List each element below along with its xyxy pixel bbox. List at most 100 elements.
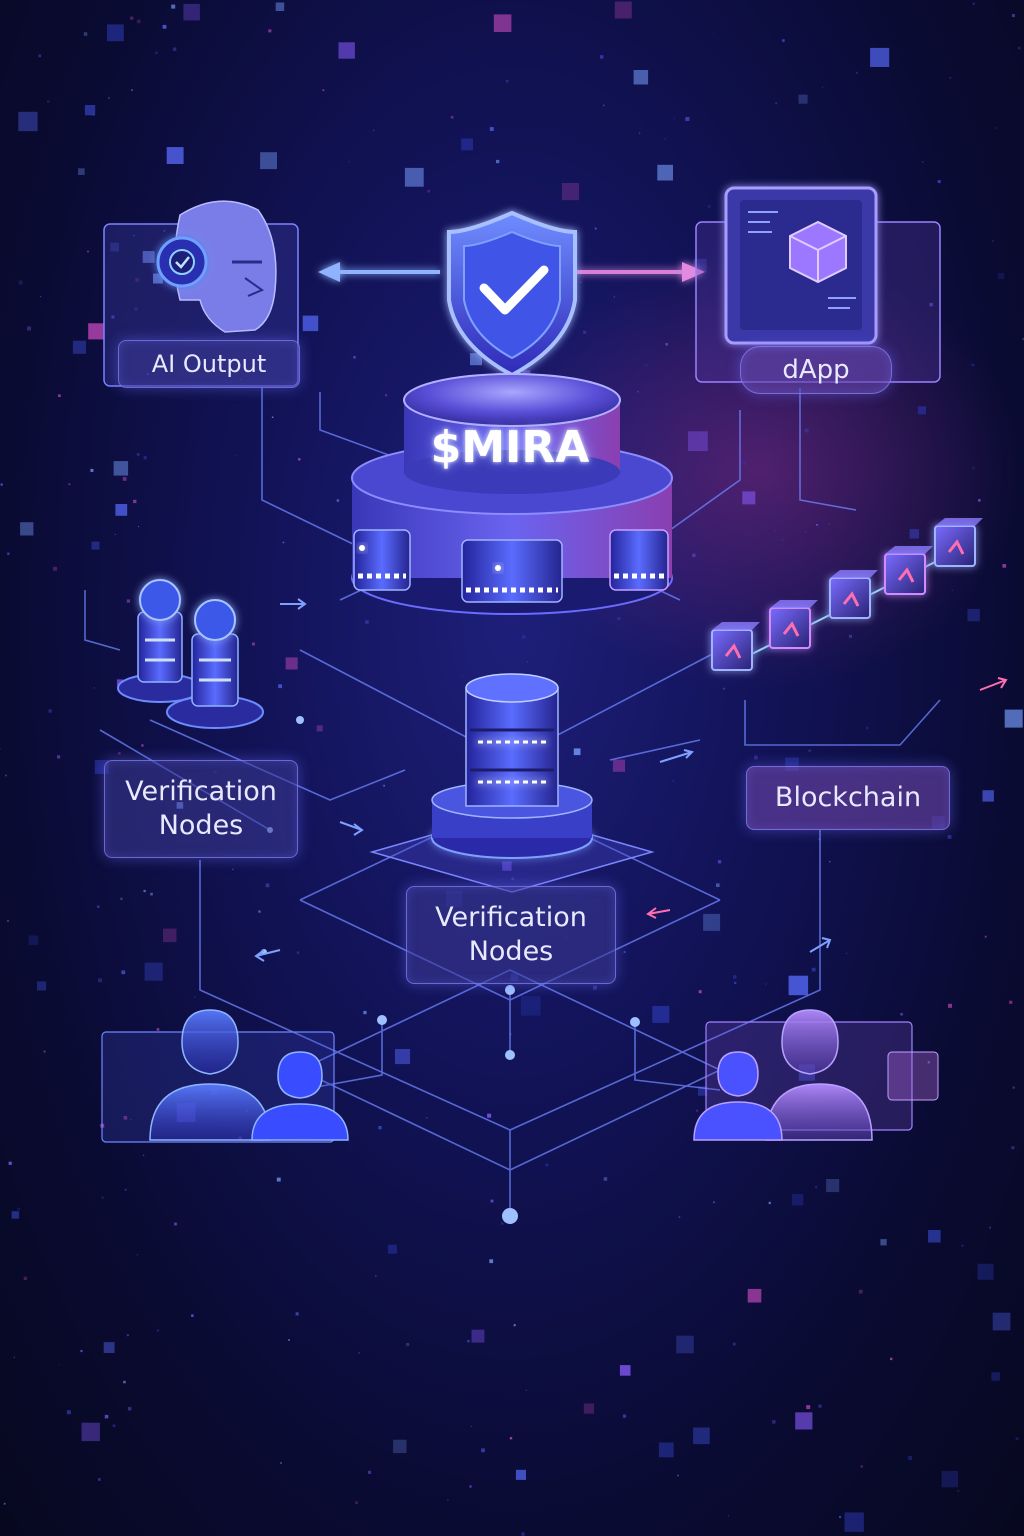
particle <box>183 4 200 21</box>
particle <box>138 526 139 527</box>
particle <box>742 491 755 504</box>
particle <box>67 1410 71 1414</box>
particle <box>317 725 323 731</box>
particle <box>163 25 167 29</box>
particle <box>7 920 9 922</box>
particle <box>232 869 233 870</box>
particle <box>373 130 374 131</box>
arrow-icon <box>280 599 305 609</box>
particle <box>718 860 721 863</box>
particle <box>353 356 356 359</box>
particle <box>98 1478 101 1481</box>
particle <box>839 1516 841 1518</box>
arrow-icon <box>256 950 280 961</box>
particle <box>703 914 720 931</box>
particle <box>368 1471 371 1474</box>
blockchain-text: Blockchain <box>775 781 921 815</box>
particle <box>584 1403 594 1413</box>
cube-screen-icon <box>726 188 876 343</box>
particle <box>723 688 725 690</box>
particle <box>521 996 541 1016</box>
particle <box>194 997 195 998</box>
particle <box>774 530 776 532</box>
junction-dot <box>505 985 515 995</box>
particle <box>447 1500 448 1501</box>
particle <box>14 1357 15 1358</box>
particle <box>283 542 285 544</box>
particle <box>9 1162 12 1165</box>
particle <box>115 504 127 516</box>
particle <box>174 1223 177 1226</box>
particle <box>191 1314 194 1317</box>
particle <box>665 138 667 140</box>
particle <box>171 5 175 9</box>
particle <box>918 406 926 414</box>
particle <box>938 180 941 183</box>
particle <box>1005 710 1023 728</box>
particle <box>620 1365 631 1376</box>
particle <box>467 1340 469 1342</box>
particle <box>405 168 424 187</box>
particle <box>481 1448 485 1452</box>
particle <box>679 1216 680 1217</box>
particle <box>496 160 499 163</box>
particle <box>510 1437 512 1439</box>
particle <box>462 675 464 677</box>
particle <box>734 982 736 984</box>
particle <box>133 500 136 503</box>
particle <box>972 466 975 469</box>
particle <box>527 662 528 663</box>
particle <box>993 1313 1011 1331</box>
particle <box>574 748 581 755</box>
particle <box>900 1013 903 1016</box>
particle <box>375 1275 376 1276</box>
particle <box>692 554 696 558</box>
particle <box>141 744 143 746</box>
particle <box>806 1405 810 1409</box>
particle <box>623 1415 626 1418</box>
particle <box>278 684 282 688</box>
particle <box>98 978 102 982</box>
particle <box>108 97 110 99</box>
particle <box>789 976 809 996</box>
particle <box>266 884 270 888</box>
particle <box>37 981 46 990</box>
particle <box>989 1227 991 1229</box>
particle <box>93 115 94 116</box>
particle <box>782 39 785 42</box>
particle <box>562 183 579 200</box>
particle <box>769 1202 771 1204</box>
particle <box>94 687 95 688</box>
particle <box>7 553 9 555</box>
particle <box>910 529 919 538</box>
particle <box>365 620 369 624</box>
particle <box>20 522 33 535</box>
particle <box>829 861 830 862</box>
particle <box>708 205 711 208</box>
particle <box>297 951 300 954</box>
particle <box>958 1490 960 1492</box>
particle <box>652 1006 669 1023</box>
particle <box>236 455 237 456</box>
chain-block <box>885 546 933 594</box>
particle <box>673 118 675 120</box>
particle <box>58 1364 59 1365</box>
particle <box>617 617 620 620</box>
particle <box>489 1259 493 1263</box>
particle <box>80 1350 82 1352</box>
particle <box>983 790 994 801</box>
chain-block <box>770 600 818 648</box>
particle <box>491 1200 494 1203</box>
verification-text: Verification <box>125 775 277 809</box>
particle <box>792 1194 803 1205</box>
particle <box>406 1343 409 1346</box>
particle <box>87 251 89 253</box>
particle <box>624 951 626 953</box>
particle <box>395 1049 410 1064</box>
particle <box>948 1004 952 1008</box>
particle <box>260 152 277 169</box>
particle <box>713 1201 715 1203</box>
particle <box>637 391 639 393</box>
particle <box>128 1407 131 1410</box>
particle <box>363 1011 366 1014</box>
